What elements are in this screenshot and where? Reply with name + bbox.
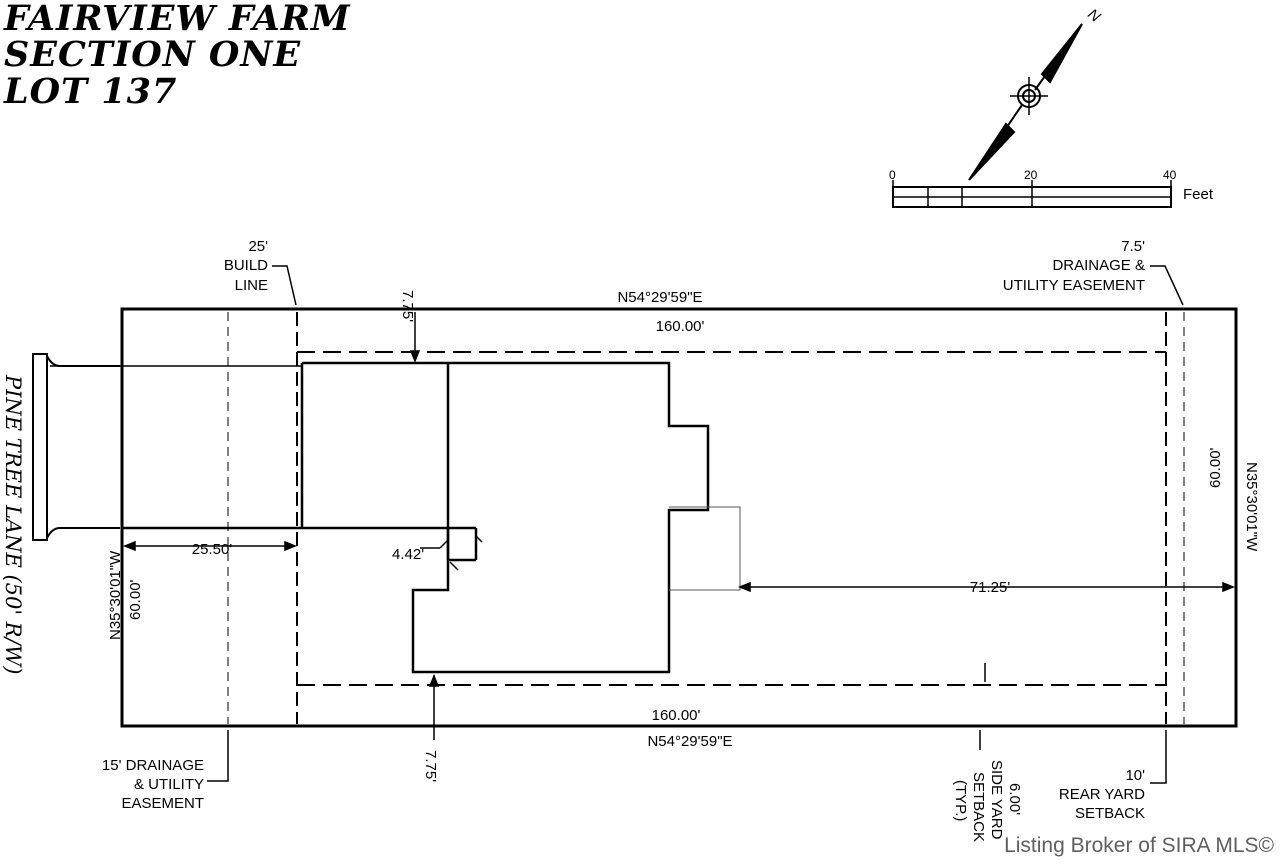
rear-distance-label: 71.25' bbox=[970, 579, 1011, 596]
left-distance-label: 25.50' bbox=[192, 541, 233, 558]
road-name: PINE TREE LANE (50' R/W) bbox=[1, 374, 25, 674]
house-footprint bbox=[50, 361, 710, 674]
bottom-bearing-label: N54°29'59"E bbox=[647, 733, 732, 750]
driveway-outline bbox=[669, 506, 741, 591]
listing-watermark: Listing Broker of SIRA MLS© bbox=[1004, 834, 1274, 857]
street-edge bbox=[32, 353, 120, 541]
right-bearing-label: N35°30'01"W bbox=[1243, 462, 1260, 552]
scale-unit: Feet bbox=[1183, 186, 1214, 203]
setback-lines bbox=[227, 312, 1185, 724]
title-line-1: FAIRVIEW FARM bbox=[3, 0, 351, 39]
left-length-label: 60.00' bbox=[127, 579, 144, 620]
build-line-label-2: BUILD bbox=[224, 257, 268, 274]
rear-yard-label-3: SETBACK bbox=[1075, 805, 1145, 822]
north-arrow-icon bbox=[968, 23, 1083, 181]
side-yard-label-4: (TYP.) bbox=[952, 780, 969, 821]
title-line-3: LOT 137 bbox=[3, 71, 177, 112]
leader-lines bbox=[207, 265, 1184, 784]
drainage-right-label-1: 7.5' bbox=[1121, 238, 1145, 255]
build-line-label-3: LINE bbox=[235, 277, 268, 294]
drainage-left-label-2: & UTILITY bbox=[134, 776, 204, 793]
left-bearing-label: N35°30'01"W bbox=[107, 550, 124, 640]
north-label: N bbox=[1084, 6, 1103, 26]
top-setback-label: 7.75' bbox=[399, 290, 416, 322]
porch-dimension-label: 4.42' bbox=[392, 546, 424, 563]
bottom-distance-label: 160.00' bbox=[652, 707, 701, 724]
drainage-right-label-3: UTILITY EASEMENT bbox=[1003, 277, 1145, 294]
dimension-lines bbox=[122, 312, 1236, 750]
scale-tick-20: 20 bbox=[1024, 168, 1038, 182]
drainage-left-label-3: EASEMENT bbox=[121, 795, 204, 812]
top-distance-label: 160.00' bbox=[656, 318, 705, 335]
top-bearing-label: N54°29'59"E bbox=[617, 289, 702, 306]
scale-tick-0: 0 bbox=[889, 168, 896, 182]
title-line-2: SECTION ONE bbox=[4, 34, 301, 75]
side-yard-label-1: 6.00' bbox=[1006, 783, 1023, 815]
scale-tick-40: 40 bbox=[1163, 168, 1177, 182]
rear-yard-label-2: REAR YARD bbox=[1059, 786, 1145, 803]
rear-yard-label-1: 10' bbox=[1125, 767, 1145, 784]
drainage-left-label-1: 15' DRAINAGE bbox=[102, 757, 204, 774]
side-yard-label-2: SIDE YARD bbox=[988, 760, 1005, 840]
side-yard-label-3: SETBACK bbox=[970, 772, 987, 842]
right-length-label: 60.00' bbox=[1207, 447, 1224, 488]
scale-bar bbox=[892, 180, 1172, 208]
build-line-label-1: 25' bbox=[248, 238, 268, 255]
drainage-right-label-2: DRAINAGE & bbox=[1052, 257, 1145, 274]
lot-boundary bbox=[120, 307, 1238, 728]
bottom-setback-label: 7.75' bbox=[422, 750, 439, 782]
